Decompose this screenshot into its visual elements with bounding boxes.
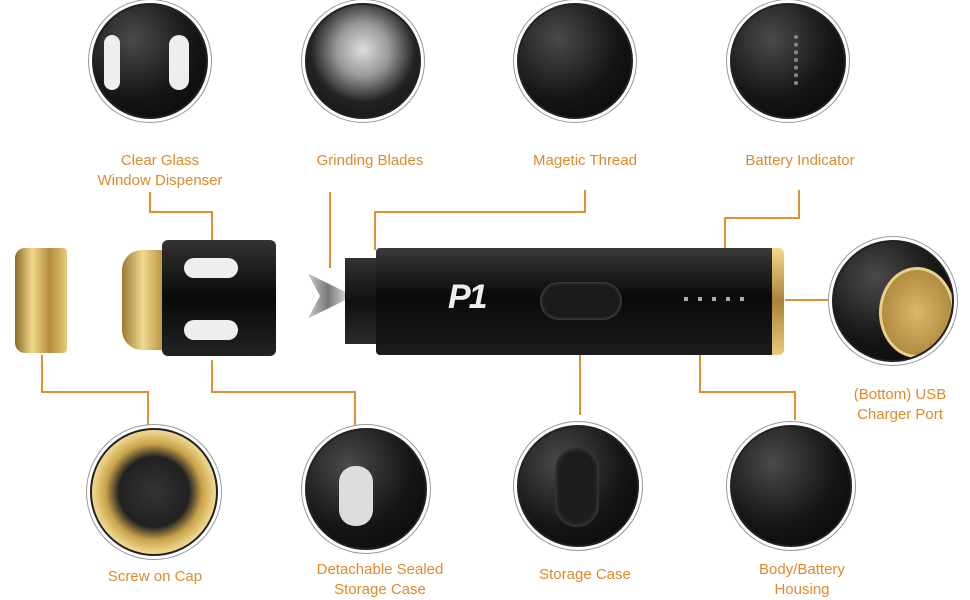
label-grinding-blades: Grinding Blades <box>316 152 424 169</box>
label-magnetic-thread: Magetic Thread <box>533 152 637 169</box>
storage-case-body <box>162 240 276 356</box>
storage-closeup-image <box>517 425 639 547</box>
label-screw-cap: Screw on Cap <box>107 568 203 585</box>
battery-indicator-closeup-image <box>730 3 846 119</box>
line-detachable-case <box>211 360 356 425</box>
main-body: P1 <box>376 248 776 355</box>
magnetic-neck <box>345 258 377 344</box>
usb-port-closeup-image <box>832 240 954 362</box>
screw-cap <box>15 248 67 353</box>
gold-end-ring <box>772 248 784 355</box>
thread-closeup-image <box>517 3 633 119</box>
line-clear-glass <box>149 192 213 252</box>
case-closeup-image <box>305 428 427 550</box>
cap-closeup-image <box>90 428 218 556</box>
logo: P1 <box>448 278 488 316</box>
label-storage-case: Storage Case <box>539 566 631 583</box>
blades-closeup-image <box>305 3 421 119</box>
label-battery-indicator: Battery Indicator <box>745 152 855 169</box>
gold-dome <box>122 250 164 350</box>
window-closeup-image <box>92 3 208 119</box>
battery-indicator-dots <box>684 297 744 301</box>
line-magnetic-thread <box>374 190 586 250</box>
line-body-housing <box>699 345 796 420</box>
line-screw-cap <box>41 355 149 425</box>
storage-slider[interactable] <box>540 282 622 320</box>
body-closeup-image <box>730 425 852 547</box>
line-battery-indicator <box>724 190 800 268</box>
